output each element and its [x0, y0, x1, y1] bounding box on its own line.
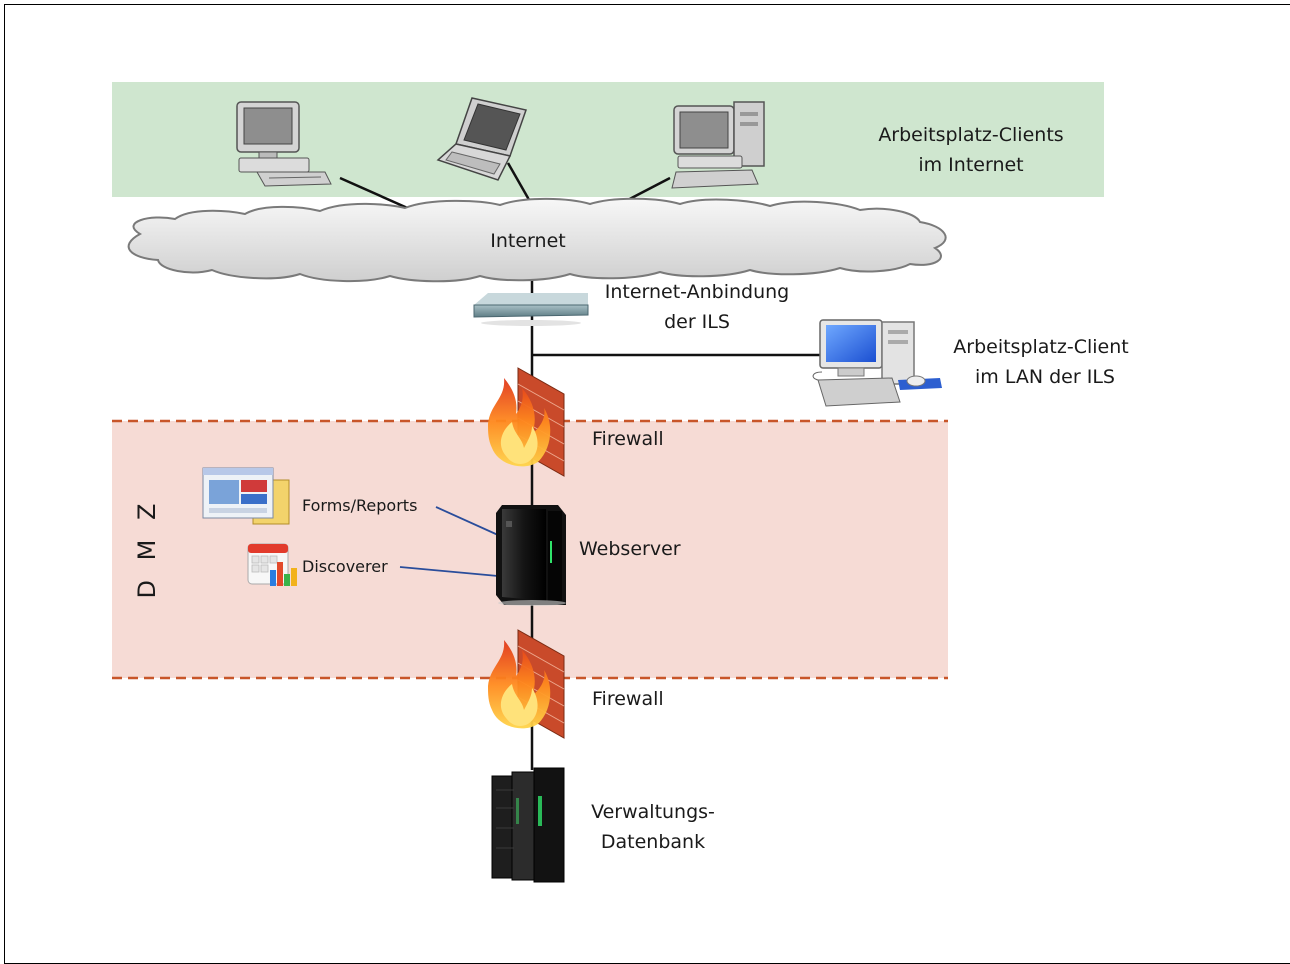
internet-clients-label: im Internet: [918, 154, 1023, 176]
webserver-label: Webserver: [579, 538, 681, 560]
database-label: Datenbank: [601, 831, 705, 853]
internet-link-label: der ILS: [664, 311, 730, 333]
laptop-icon: [436, 97, 527, 181]
dmz-label: D M Z: [133, 498, 161, 599]
workstation-icon: [671, 101, 765, 189]
app-links: [399, 506, 499, 577]
forms-reports-label: Forms/Reports: [302, 496, 417, 515]
discoverer-label: Discoverer: [302, 557, 388, 576]
discoverer-app-icon: [247, 543, 297, 586]
database-label: Verwaltungs-: [591, 801, 715, 823]
internet-cloud: [127, 197, 947, 283]
forms-reports-app-icon: [202, 467, 290, 525]
lan-client-label: Arbeitsplatz-Client: [953, 336, 1128, 358]
firewall-label: Firewall: [592, 428, 664, 450]
firewall-label: Firewall: [592, 688, 664, 710]
internet-link-label: Internet-Anbindung: [605, 281, 790, 303]
lan-client-computer-icon: [812, 319, 942, 407]
database-server-icon: [491, 767, 565, 883]
firewall-icon: [488, 629, 565, 739]
lan-client-label: im LAN der ILS: [975, 366, 1115, 388]
firewall-icon: [488, 367, 565, 477]
internet-clients-label: Arbeitsplatz-Clients: [878, 124, 1063, 146]
network-switch-icon: [473, 293, 589, 326]
desktop-computer-icon: [236, 101, 332, 187]
webserver-icon: [496, 505, 566, 606]
internet-label: Internet: [490, 230, 565, 252]
